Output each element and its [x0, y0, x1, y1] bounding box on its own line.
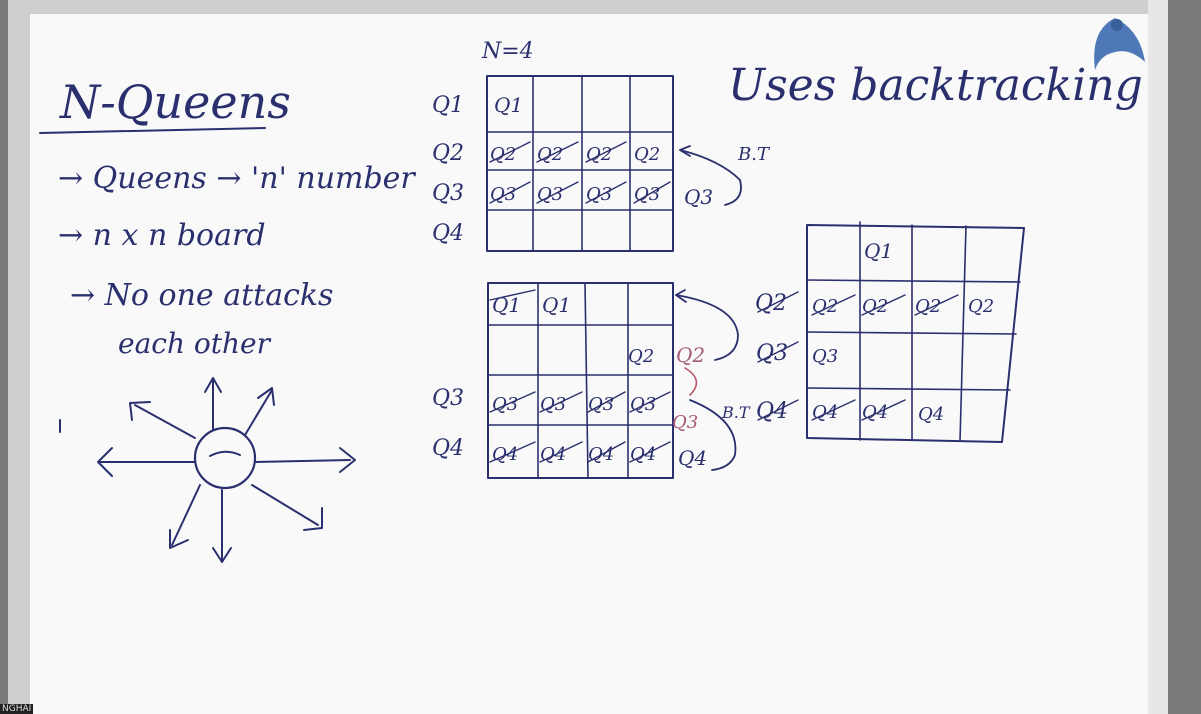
board2-cell-q4: Q4: [492, 444, 518, 465]
board1-cell-q1: Q1: [494, 93, 523, 117]
bullet-each-other: each other: [118, 327, 272, 360]
board2-cell-q3: Q3: [540, 394, 566, 415]
board2-cell-q1: Q1: [542, 293, 571, 317]
board3-row-label-q3: Q3: [756, 341, 788, 366]
board2-row-label-q3: Q3: [432, 386, 464, 411]
board1-cell-q3: Q3: [586, 184, 612, 205]
board3-cell-q2: Q2: [968, 296, 994, 317]
corner-label: NGHAI: [0, 704, 34, 714]
board1-row-label-q3: Q3: [432, 181, 464, 206]
board2-side-q4: Q4: [678, 446, 707, 470]
board2-cell-q4: Q4: [630, 444, 656, 465]
board1-cell-q3: Q3: [634, 184, 660, 205]
board-grid-3: [806, 221, 1025, 443]
board1-cell-q3: Q3: [490, 184, 516, 205]
board2-side-q3: Q3: [672, 412, 698, 433]
board1-row-label-q1: Q1: [432, 93, 464, 118]
board1-cell-q2: Q2: [490, 144, 516, 165]
board2-row-label-q4: Q4: [432, 436, 464, 461]
board1-strikes: [489, 141, 671, 204]
board1-cell-q2: Q2: [634, 144, 660, 165]
board-grid-1: [486, 75, 674, 252]
title-text: N-Queens: [59, 75, 291, 129]
board1-cell-q2: Q2: [586, 144, 612, 165]
board1-cell-q3: Q3: [537, 184, 563, 205]
logo-icon: [1094, 18, 1145, 70]
board2-cell-q3: Q3: [630, 394, 656, 415]
bullet-queens: → Queens → 'n' number: [58, 161, 416, 196]
board3-cell-q4: Q4: [812, 402, 838, 423]
board3-row-label-q4: Q4: [756, 399, 788, 424]
board2-strikes: [489, 289, 671, 463]
board2-cell-q2: Q2: [628, 346, 654, 367]
board-grid-2: [487, 282, 674, 479]
board3-cell-q4: Q4: [862, 402, 888, 423]
board1-row-label-q2: Q2: [432, 141, 464, 166]
board1-side-q3: Q3: [684, 185, 713, 209]
board2-bt-label: B.T: [721, 403, 751, 422]
board2-cell-q4: Q4: [540, 444, 566, 465]
n-equals-label: N=4: [481, 39, 534, 64]
board3-cell-q3: Q3: [812, 346, 838, 367]
board3-cell-q1: Q1: [864, 239, 893, 263]
board3-row-label-q2: Q2: [755, 291, 787, 316]
board1-row-label-q4: Q4: [432, 221, 464, 246]
board2-cell-q3: Q3: [492, 394, 518, 415]
board1-bt-label: B.T: [737, 144, 771, 165]
bullet-no-attack: → No one attacks: [70, 278, 333, 313]
board3-cell-q4: Q4: [918, 404, 944, 425]
board3-strikes: [757, 291, 959, 421]
backtracking-note: Uses backtracking: [728, 60, 1143, 111]
board2-side-q2: Q2: [676, 343, 705, 367]
queen-attack-diagram: [97, 377, 356, 563]
board1-cell-q2: Q2: [537, 144, 563, 165]
bullet-board: → n x n board: [58, 218, 266, 253]
